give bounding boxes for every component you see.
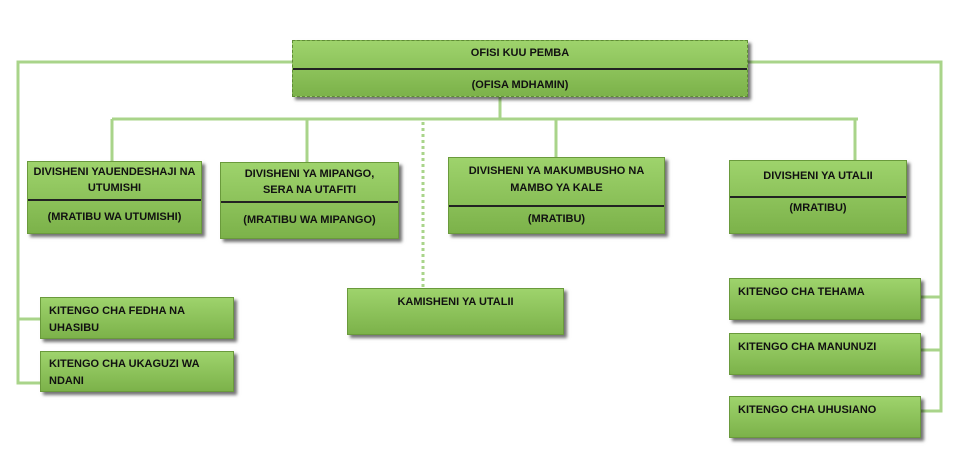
division-subtitle: (MRATIBU WA UTUMISHI) — [47, 211, 182, 223]
commission-label: KAMISHENI YA UTALII — [397, 296, 514, 308]
head-office-box: OFISI KUU PEMBA (OFISA MDHAMIN) — [292, 40, 748, 97]
division-subtitle: (MRATIBU WA MIPANGO) — [243, 214, 376, 226]
unit-label-line2: NDANI — [49, 375, 84, 387]
division-title-line2: MAMBO YA KALE — [510, 182, 603, 194]
unit-label: KITENGO CHA MANUNUZI — [738, 341, 877, 353]
unit-label-line2: UHASIBU — [49, 322, 100, 334]
unit-label: KITENGO CHA UHUSIANO — [738, 404, 877, 416]
division-title: DIVISHENI YA UTALII — [763, 170, 873, 182]
division-title-line2: SERA NA UTAFITI — [262, 184, 357, 196]
head-office-subtitle: (OFISA MDHAMIN) — [471, 79, 569, 91]
division-title-line1: DIVISHENI YAUENDESHAJI NA — [33, 166, 196, 178]
division-box-museums: DIVISHENI YA MAKUMBUSHO NA MAMBO YA KALE… — [448, 157, 665, 234]
unit-box-internal-audit: KITENGO CHA UKAGUZI WA NDANI — [40, 351, 234, 392]
unit-box-public-relations: KITENGO CHA UHUSIANO — [729, 396, 921, 438]
division-box-tourism: DIVISHENI YA UTALII (MRATIBU) — [729, 160, 907, 234]
left-bus-line — [16, 60, 292, 385]
right-bus-line — [748, 60, 943, 413]
head-office-title: OFISI KUU PEMBA — [470, 47, 570, 59]
division-subtitle: (MRATIBU) — [789, 202, 847, 214]
unit-label-line1: KITENGO CHA UKAGUZI WA — [49, 358, 200, 370]
division-box-planning: DIVISHENI YA MIPANGO, SERA NA UTAFITI (M… — [220, 162, 399, 239]
division-title-line1: DIVISHENI YA MIPANGO, — [244, 168, 375, 180]
division-box-administration: DIVISHENI YAUENDESHAJI NA UTUMISHI (MRAT… — [27, 161, 202, 234]
division-title-line1: DIVISHENI YA MAKUMBUSHO NA — [468, 165, 645, 177]
unit-box-procurement: KITENGO CHA MANUNUZI — [729, 333, 921, 375]
division-subtitle: (MRATIBU) — [527, 213, 586, 225]
division-title-line2: UTUMISHI — [87, 182, 142, 194]
unit-box-finance: KITENGO CHA FEDHA NA UHASIBU — [40, 297, 234, 339]
unit-label: KITENGO CHA TEHAMA — [738, 286, 865, 298]
commission-box: KAMISHENI YA UTALII — [347, 288, 564, 335]
unit-label-line1: KITENGO CHA FEDHA NA — [49, 305, 186, 317]
unit-box-ict: KITENGO CHA TEHAMA — [729, 278, 921, 320]
